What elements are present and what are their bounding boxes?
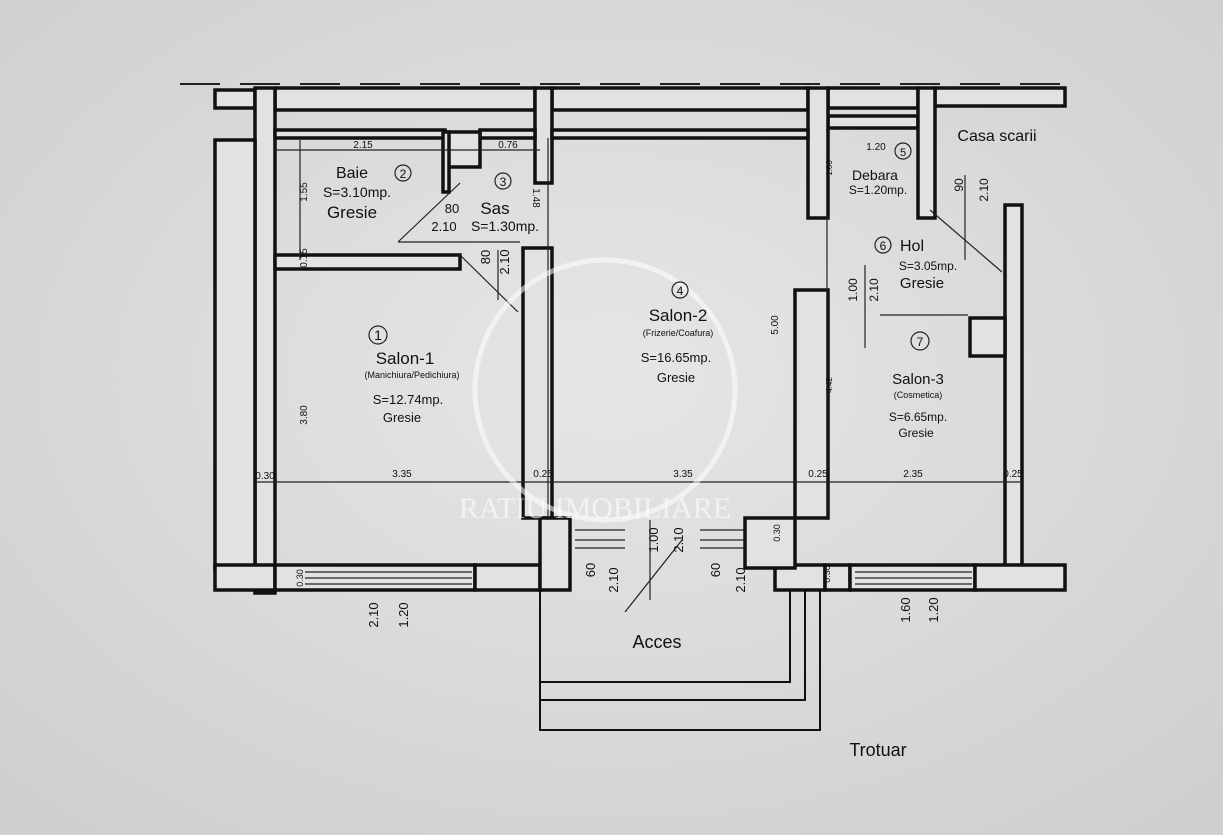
- room-name: Baie: [336, 165, 368, 182]
- dim-label: 2.35: [903, 469, 923, 480]
- dim-label: 0.30: [295, 569, 305, 587]
- room-name: Salon-3: [892, 371, 944, 388]
- room-use: (Frizerie/Coafura): [643, 328, 714, 338]
- dim-label: 2.10: [431, 219, 456, 234]
- dim-label: 1.20: [866, 142, 886, 153]
- room-area: S=3.10mp.: [323, 184, 391, 200]
- room-labels: 1 Salon-1 (Manichiura/Pedichiura) S=12.7…: [323, 128, 1037, 760]
- room-floor: Gresie: [327, 203, 377, 222]
- dim-label: 1.60: [898, 597, 913, 622]
- room-number: 1: [374, 327, 382, 343]
- dim-label: 1.55: [299, 182, 310, 202]
- room-name: Salon-1: [376, 349, 435, 368]
- dim-label: 1.20: [926, 597, 941, 622]
- room-number: 5: [900, 147, 906, 159]
- dim-label: 0.30: [772, 524, 782, 542]
- stairs-label: Casa scarii: [957, 128, 1036, 145]
- room-name: Salon-2: [649, 306, 708, 325]
- dim-label: 0.25: [1003, 469, 1023, 480]
- room-number: 4: [677, 284, 684, 298]
- room-floor: Gresie: [900, 275, 944, 292]
- room-area: S=1.30mp.: [471, 218, 539, 234]
- dim-label: 1.00: [846, 278, 860, 302]
- room-use: (Cosmetica): [894, 390, 943, 400]
- room-area: S=6.65mp.: [889, 410, 947, 424]
- room-area: S=3.05mp.: [899, 259, 957, 273]
- dim-label: 3.35: [673, 469, 693, 480]
- dim-label: 2.10: [867, 278, 881, 302]
- room-area: S=16.65mp.: [641, 350, 711, 365]
- dim-label: 60: [583, 563, 598, 577]
- room-number: 2: [400, 167, 407, 181]
- watermark: RATIU IMOBILIARE: [459, 257, 738, 525]
- room-use: (Manichiura/Pedichiura): [364, 370, 459, 380]
- dim-label: 80: [478, 250, 493, 264]
- room-name: Sas: [480, 199, 509, 218]
- dim-label: 0.15: [299, 248, 310, 268]
- dim-label: 2.10: [671, 527, 686, 552]
- dim-label: 0.30: [255, 471, 275, 482]
- dim-label: 5.00: [770, 315, 781, 335]
- room-number: 6: [880, 239, 887, 253]
- dim-label: 0.76: [498, 140, 518, 151]
- dim-label: 4.42: [825, 377, 834, 393]
- dim-label: 90: [952, 178, 966, 192]
- dim-label: 0.25: [533, 469, 553, 480]
- room-floor: Gresie: [657, 370, 695, 385]
- room-name: Hol: [900, 238, 924, 255]
- sidewalk-label: Trotuar: [849, 740, 906, 760]
- dim-label: 2.10: [733, 567, 748, 592]
- dim-label: 2.10: [977, 178, 991, 202]
- room-area: S=12.74mp.: [373, 392, 443, 407]
- dim-label: 0.25: [808, 469, 828, 480]
- dim-label: 60: [708, 563, 723, 577]
- room-number: 3: [500, 175, 507, 189]
- dim-label: 2.15: [353, 140, 373, 151]
- dim-label: 3.80: [299, 405, 310, 425]
- dim-label: 0.30: [822, 565, 832, 583]
- room-floor: Gresie: [898, 426, 934, 440]
- dim-label: 80: [445, 201, 459, 216]
- watermark-text: RATIU IMOBILIARE: [459, 492, 731, 525]
- dimensions: 2.15 0.76 1.55 0.15 1.48 80 2.10 80 2.10…: [255, 140, 1023, 628]
- dim-label: 1.00: [646, 527, 661, 552]
- room-area: S=1.20mp.: [849, 183, 907, 197]
- walls: [180, 83, 1067, 731]
- room-number: 7: [917, 335, 924, 349]
- access-label: Acces: [632, 632, 681, 652]
- dim-label: 1.20: [396, 602, 411, 627]
- room-name: Debara: [852, 167, 898, 183]
- dim-label: 2.10: [497, 249, 512, 274]
- dim-label: 2.10: [366, 602, 381, 627]
- dim-label: 3.35: [392, 469, 412, 480]
- watermark-logo-circle: [472, 257, 738, 523]
- dim-label: 1.00: [825, 160, 834, 176]
- dim-label: 2.10: [606, 567, 621, 592]
- room-floor: Gresie: [383, 410, 421, 425]
- dim-label: 1.48: [530, 188, 541, 208]
